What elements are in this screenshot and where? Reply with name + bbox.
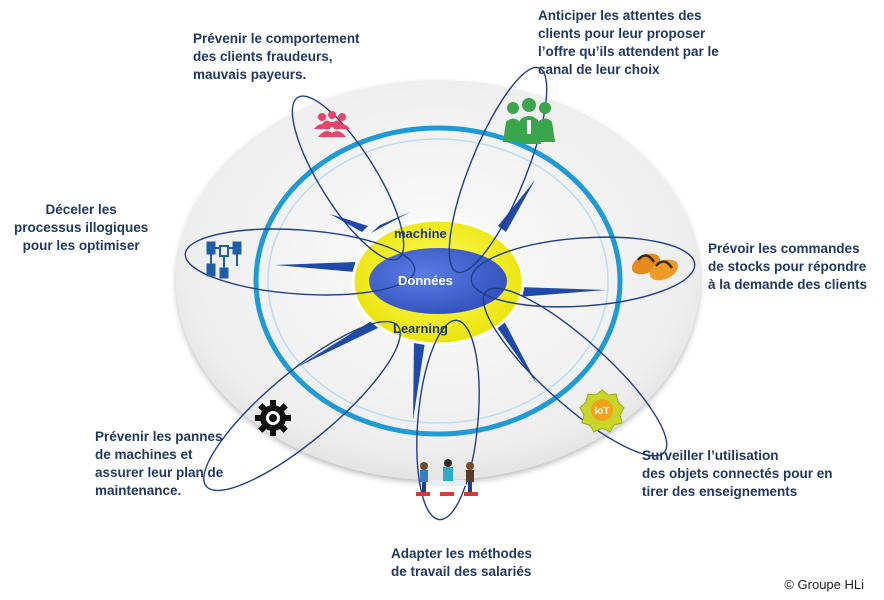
label-iot: Surveiller l’utilisation des objets conn… [642, 448, 833, 499]
inner-ring-line [267, 138, 609, 424]
center-word-learning: Learning [393, 321, 448, 336]
arrow-to-fraud [371, 212, 410, 233]
flowchart-icon [206, 241, 242, 279]
label-anticipate: Anticiper les attentes des clients pour … [538, 8, 719, 77]
petal-loops [184, 66, 696, 521]
business-people-icon [503, 98, 555, 144]
label-orders: Prévoir les commandes de stocks pour rép… [708, 241, 868, 292]
copyright-text: © Groupe HLi [784, 577, 864, 592]
label-fraud: Prévenir le comportement des clients fra… [193, 31, 360, 82]
arrow-to-anticipate [498, 180, 535, 232]
loop-processes [184, 228, 416, 296]
loop-iot [482, 287, 668, 457]
gear-icon [255, 400, 291, 436]
arrow-to-up [330, 214, 368, 232]
sandals-icon [631, 253, 679, 281]
data-core [369, 248, 507, 314]
loop-work [416, 319, 480, 521]
center-word-donnees: Données [398, 273, 453, 288]
spoke-arrows [275, 180, 606, 420]
loop-fraud [291, 95, 405, 261]
iot-badge-icon: IoT [579, 389, 625, 433]
loop-anticipate [448, 66, 548, 274]
loop-breakdowns [203, 320, 401, 492]
label-work: Adapter les méthodes de travail des sala… [391, 546, 533, 579]
arrow-to-breakdowns [297, 320, 382, 367]
outer-blue-ring [253, 125, 623, 437]
arrow-to-iot [496, 321, 537, 384]
loop-orders [470, 236, 696, 308]
arrow-to-work [413, 340, 425, 420]
label-breakdowns: Prévenir les pannes de machines et assur… [95, 429, 224, 498]
people-group-icon [314, 111, 350, 137]
iot-badge-text: IoT [595, 406, 610, 417]
arrow-to-orders [518, 287, 606, 297]
label-processes: Déceler les processus illogiques pour le… [14, 202, 149, 253]
arrow-to-processes [275, 262, 355, 272]
center-word-machine: machine [394, 226, 447, 241]
meeting-table-icon [416, 459, 478, 496]
